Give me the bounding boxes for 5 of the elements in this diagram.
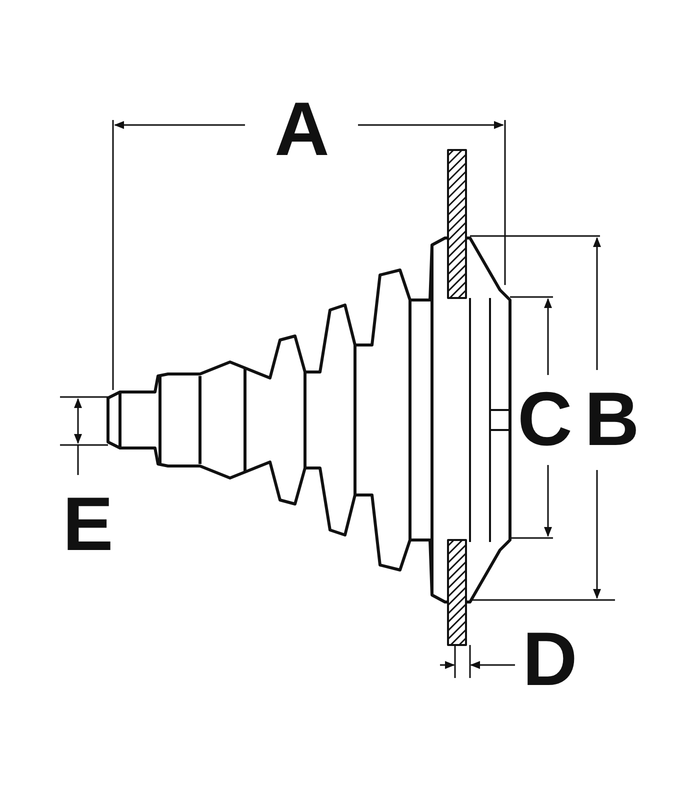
dimension-letter: C bbox=[518, 382, 572, 458]
dimension-letter: B bbox=[584, 382, 640, 458]
dimension-letter: A bbox=[274, 92, 330, 168]
dimension-letter: D bbox=[522, 622, 578, 698]
dimension-letter: E bbox=[62, 487, 114, 563]
